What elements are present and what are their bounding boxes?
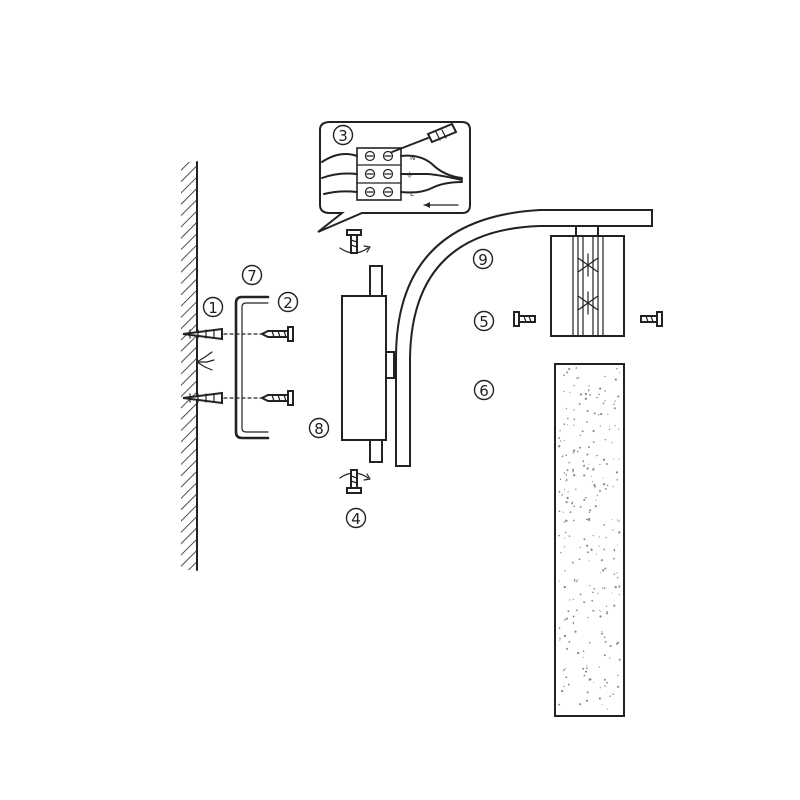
bottom-screw [339, 469, 371, 494]
wall-wires [196, 351, 215, 371]
wall-anchor-bottom [182, 391, 223, 405]
svg-text:5: 5 [479, 313, 489, 331]
insert-arrow-icon [423, 202, 459, 208]
svg-text:4: 4 [351, 510, 361, 528]
wall [181, 161, 198, 571]
side-screw-left [513, 311, 536, 327]
svg-text:3: 3 [338, 127, 348, 145]
callout-numbers: 1 2 3 4 5 6 7 8 [202, 124, 495, 529]
svg-text:9: 9 [478, 251, 488, 269]
wall-anchors [182, 327, 223, 405]
mounting-bracket [234, 295, 270, 440]
callout-2: 2 [277, 291, 299, 313]
callout-7: 7 [241, 264, 263, 286]
screw-top [259, 326, 294, 342]
lamp-socket-cage [550, 235, 625, 337]
svg-text:6: 6 [479, 382, 489, 400]
side-screws [513, 311, 663, 327]
wiring-callout-bubble: N ⏚ L [317, 121, 471, 233]
side-screw-right [640, 311, 663, 327]
rotation-arrow-top-icon [339, 247, 369, 254]
glass-shade [554, 363, 625, 717]
callout-5: 5 [473, 310, 495, 332]
terminal-label-earth: ⏚ [406, 171, 413, 179]
callout-8: 8 [308, 417, 330, 439]
svg-text:1: 1 [208, 299, 218, 317]
terminal-label-l: L [410, 190, 414, 198]
wire-right-2 [400, 173, 463, 181]
svg-text:2: 2 [283, 294, 293, 312]
bracket-screws [223, 326, 294, 406]
screw-bottom [259, 390, 294, 406]
svg-text:7: 7 [247, 267, 257, 285]
wire-left-3 [323, 190, 358, 195]
top-screw [339, 229, 371, 254]
wire-right-1 [400, 154, 463, 179]
callout-1: 1 [202, 296, 224, 318]
wire-left-1 [321, 153, 358, 163]
terminal-block [356, 147, 402, 201]
back-plate [341, 265, 395, 463]
wall-hatching [181, 162, 197, 570]
bulb-star-top-icon [577, 253, 599, 277]
wire-right-3 [400, 181, 463, 194]
wall-anchor-top [182, 327, 223, 341]
callout-3: 3 [332, 124, 354, 146]
callout-4: 4 [345, 507, 367, 529]
bulb-star-bottom-icon [577, 291, 599, 315]
glass-speckle-texture [558, 367, 621, 710]
arm-mount-block [575, 225, 599, 237]
callout-6: 6 [473, 379, 495, 401]
svg-text:8: 8 [314, 420, 324, 438]
callout-9: 9 [472, 248, 494, 270]
screwdriver-icon [391, 122, 458, 153]
terminal-label-n: N [410, 154, 415, 162]
wire-left-2 [321, 172, 358, 179]
